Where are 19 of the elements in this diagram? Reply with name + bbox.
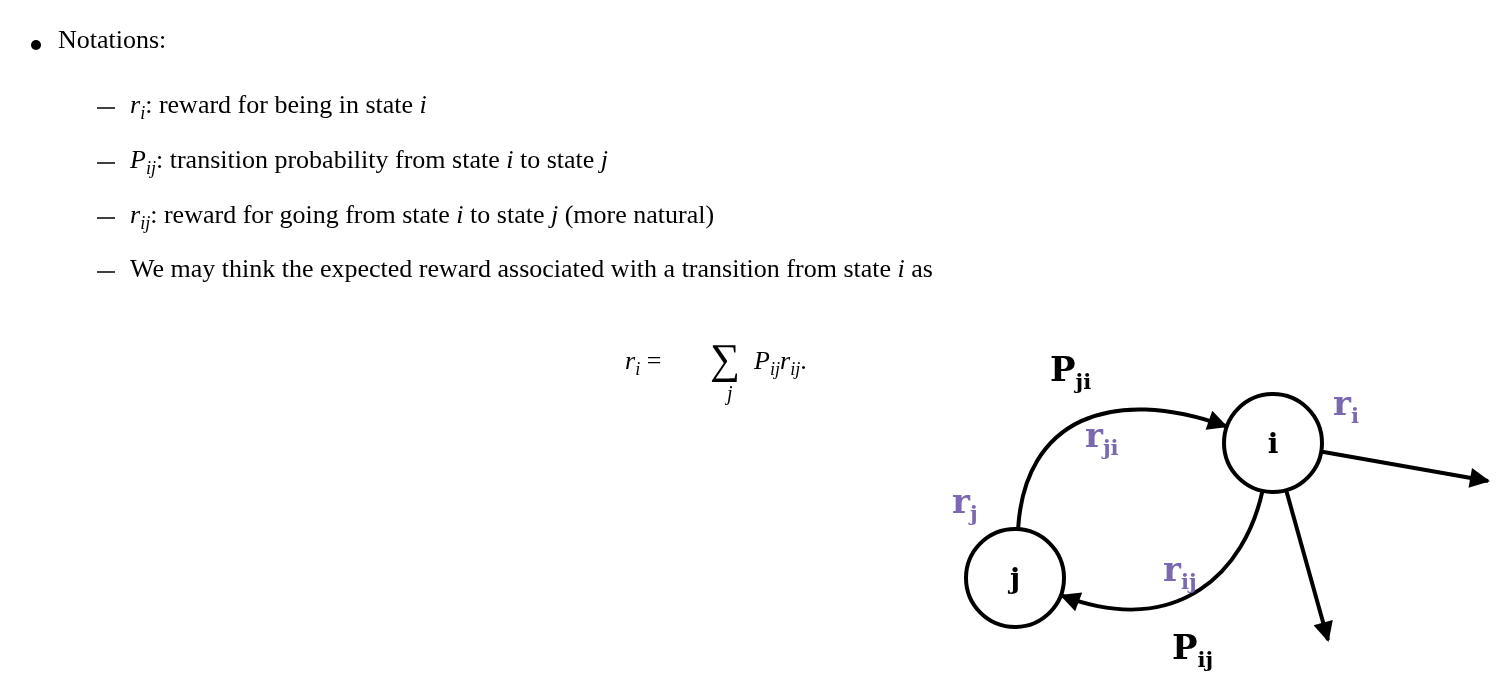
state-label: j bbox=[1009, 561, 1021, 595]
formula-text: P$_{ij}$r$_{ij}$. bbox=[754, 347, 807, 380]
reward-label: r$_{ij}$ bbox=[1163, 552, 1197, 592]
arrow bbox=[1321, 449, 1490, 488]
arrow bbox=[1284, 490, 1333, 642]
reward-label: r$_{i}$ bbox=[1333, 386, 1359, 426]
state-label: i bbox=[1267, 426, 1279, 460]
edge-label: P$_{ij}$ bbox=[1172, 630, 1214, 670]
formula-text: r$_{i}$ = bbox=[625, 347, 662, 380]
edge-label: P$_{ji}$ bbox=[1050, 352, 1092, 392]
reward-label: r$_{j}$ bbox=[952, 484, 978, 524]
sum-symbol: ∑ bbox=[710, 336, 740, 383]
sum-index: j bbox=[727, 382, 733, 404]
notation-item: r$_{i}$: reward for being in state i bbox=[130, 91, 427, 124]
reward-label: r$_{ji}$ bbox=[1085, 418, 1119, 458]
notation-item: We may think the expected reward associated with a transition from state i as bbox=[130, 255, 933, 284]
notation-item: r$_{ij}$: reward for going from state i to state j (more natural) bbox=[130, 201, 715, 234]
notation-heading: Notations: bbox=[58, 26, 167, 55]
notation-item: P$_{ij}$: transition probability from state i to state j bbox=[130, 146, 609, 179]
